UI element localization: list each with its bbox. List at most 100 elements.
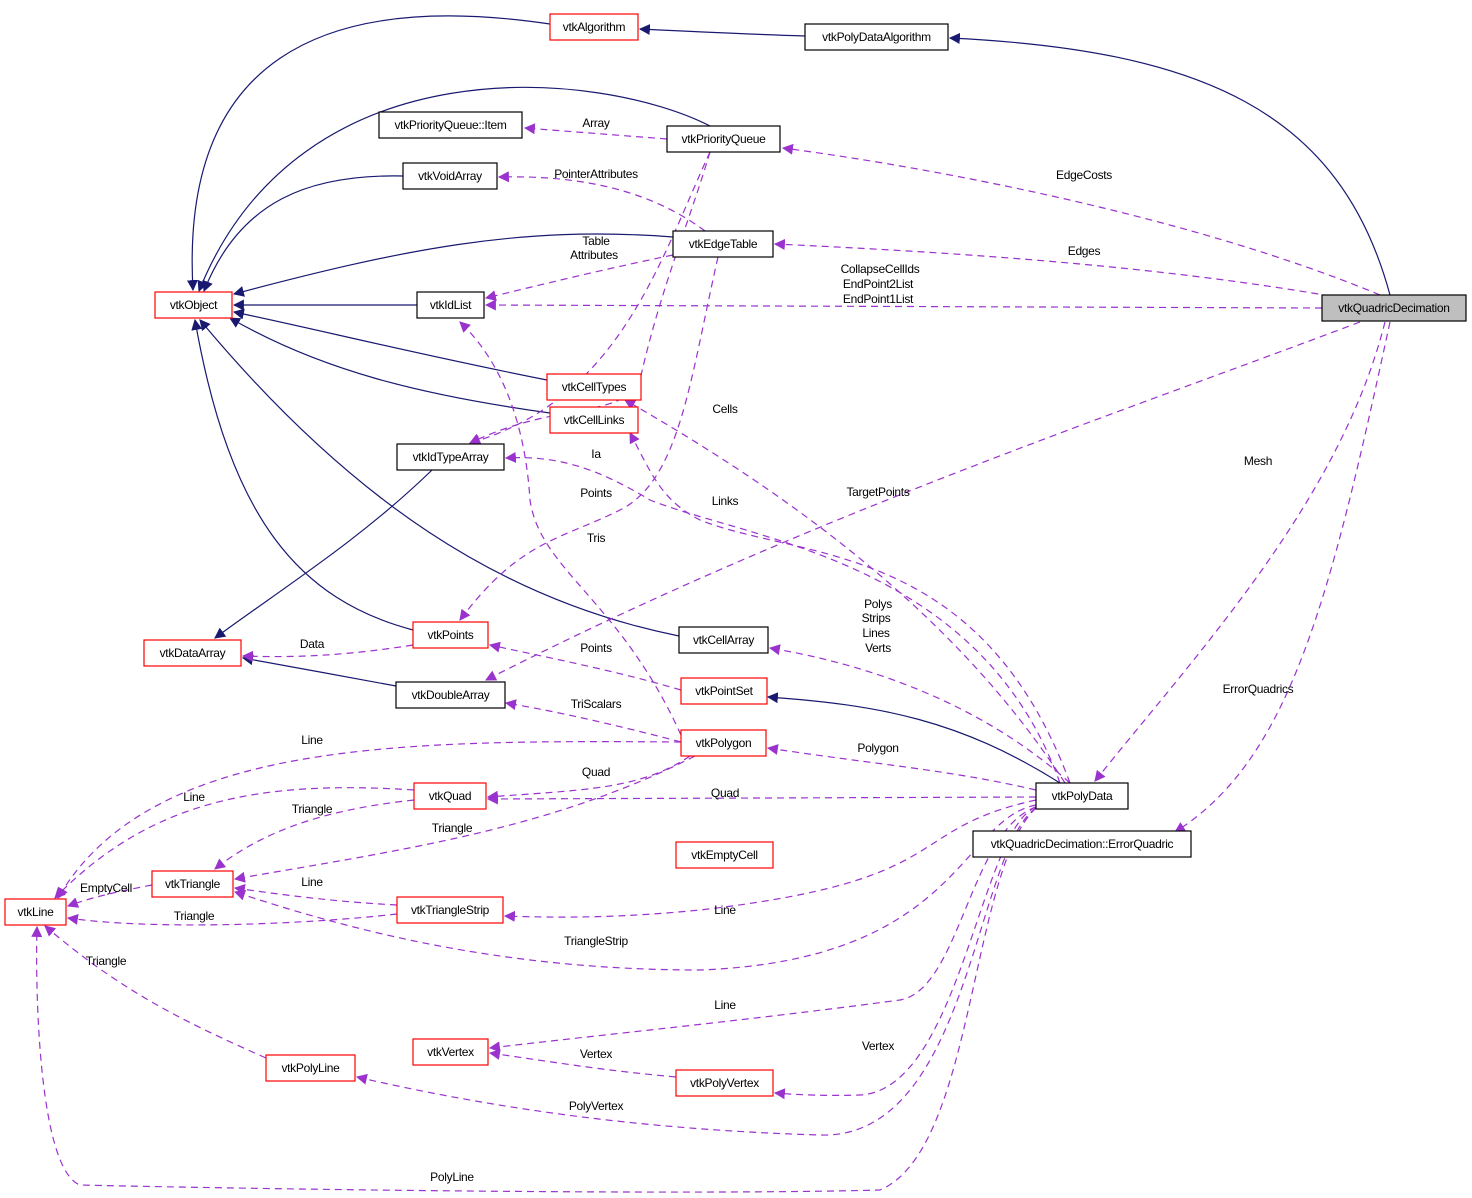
inheritance-edge-vtkCellArray-to-vtkObject	[199, 319, 680, 637]
inheritance-edge-vtkPriorityQueue-to-vtkObject	[197, 86, 711, 293]
usage-edge-vtkQuadricDecimation-to-vtkIdList	[484, 299, 1323, 311]
usage-edge-vtkQuad-to-vtkTriangle	[214, 799, 415, 870]
node-box[interactable]	[680, 729, 767, 757]
node-box[interactable]	[154, 291, 233, 319]
node-box[interactable]	[666, 125, 781, 153]
edge-label: Tris	[587, 531, 606, 545]
edge-label: Strips	[862, 611, 891, 625]
node-vtkErrorQuadric[interactable]: vtkQuadricDecimation::ErrorQuadric	[972, 830, 1192, 858]
node-label: vtkQuadricDecimation	[1338, 301, 1449, 315]
node-vtkIdList[interactable]: vtkIdList	[416, 291, 485, 319]
node-vtkTriangleStrip[interactable]: vtkTriangleStrip	[396, 896, 504, 924]
inheritance-edge-vtkPolyDataAlgorithm-to-vtkAlgorithm	[638, 24, 806, 37]
edge-label: Cells	[712, 402, 737, 416]
node-label: vtkPolyLine	[281, 1061, 340, 1075]
node-box[interactable]	[672, 230, 774, 258]
usage-edge-vtkPolygon-to-vtkTriangle	[233, 755, 696, 883]
node-vtkObject[interactable]: vtkObject	[154, 291, 233, 319]
edge-label: Vertex	[580, 1047, 613, 1061]
node-box[interactable]	[143, 639, 242, 667]
node-vtkEdgeTable[interactable]: vtkEdgeTable	[672, 230, 774, 258]
node-label: vtkVertex	[427, 1045, 474, 1059]
node-box[interactable]	[678, 626, 769, 654]
node-box[interactable]	[396, 443, 505, 471]
usage-edge-vtkQuadricDecimation-to-vtkPolyData	[1094, 321, 1386, 782]
usage-edge-vtkTriangleStrip-to-vtkLine	[503, 799, 1037, 922]
node-vtkPolygon[interactable]: vtkPolygon	[680, 729, 767, 757]
node-vtkCellLinks[interactable]: vtkCellLinks	[549, 406, 639, 434]
edge-label: Triangle	[86, 954, 127, 968]
edge-label: Polygon	[857, 741, 898, 755]
node-vtkPolyData[interactable]: vtkPolyData	[1035, 782, 1129, 810]
usage-edge-vtkTriangle-to-vtkLine	[233, 883, 398, 906]
inheritance-edge-vtkCellLinks-to-vtkObject	[229, 317, 551, 414]
usage-edge-vtkPointSet-to-vtkPoints	[488, 641, 682, 691]
node-vtkEmptyCell[interactable]: vtkEmptyCell	[675, 841, 774, 869]
node-box[interactable]	[680, 677, 768, 705]
node-box[interactable]	[402, 162, 498, 190]
usage-edge-vtkQuadricDecimation-to-vtkEdgeTable	[773, 238, 1331, 297]
node-box[interactable]	[675, 841, 774, 869]
edge-label: Attributes	[570, 248, 618, 262]
edge-label: Points	[580, 641, 612, 655]
node-label: vtkDataArray	[160, 646, 226, 660]
node-vtkPolyVertex[interactable]: vtkPolyVertex	[675, 1069, 774, 1097]
node-vtkPriorityQueueItem[interactable]: vtkPriorityQueue::Item	[378, 111, 523, 139]
node-box[interactable]	[1035, 782, 1129, 810]
node-box[interactable]	[972, 830, 1192, 858]
node-box[interactable]	[549, 13, 639, 41]
node-box[interactable]	[416, 291, 485, 319]
edge-label: PolyLine	[430, 1170, 474, 1184]
node-box[interactable]	[804, 23, 949, 51]
node-vtkPriorityQueue[interactable]: vtkPriorityQueue	[666, 125, 781, 153]
node-box[interactable]	[265, 1054, 356, 1082]
node-label: vtkVoidArray	[418, 169, 482, 183]
usage-edge-vtkPolyData-to-vtkPolyLine	[31, 807, 1037, 1193]
edge-label: CollapseCellIds	[841, 262, 920, 276]
node-vtkVertex[interactable]: vtkVertex	[412, 1038, 489, 1066]
inheritance-edge-vtkAlgorithm-to-vtkObject	[186, 15, 551, 292]
node-box[interactable]	[151, 870, 234, 898]
usage-edge-vtkPolygon-to-vtkLine	[57, 741, 682, 899]
node-label: vtkTriangleStrip	[411, 903, 490, 917]
node-box[interactable]	[412, 621, 489, 649]
node-vtkPolyDataAlgorithm[interactable]: vtkPolyDataAlgorithm	[804, 23, 949, 51]
usage-edge-vtkQuadricDecimation-to-vtkPriorityQueue	[781, 143, 1381, 296]
node-box[interactable]	[675, 1069, 774, 1097]
node-box[interactable]	[1321, 294, 1467, 322]
node-vtkAlgorithm[interactable]: vtkAlgorithm	[549, 13, 639, 41]
node-vtkPointSet[interactable]: vtkPointSet	[680, 677, 768, 705]
node-vtkTriangle[interactable]: vtkTriangle	[151, 870, 234, 898]
node-vtkPoints[interactable]: vtkPoints	[412, 621, 489, 649]
edge-label: PointerAttributes	[554, 167, 638, 181]
node-box[interactable]	[396, 896, 504, 924]
edge-label: Ia	[591, 447, 601, 461]
edge-label: Triangle	[432, 821, 473, 835]
node-label: vtkCellTypes	[562, 380, 627, 394]
node-vtkLine[interactable]: vtkLine	[4, 898, 67, 926]
node-vtkDataArray[interactable]: vtkDataArray	[143, 639, 242, 667]
node-box[interactable]	[412, 1038, 489, 1066]
node-vtkQuadricDecimation[interactable]: vtkQuadricDecimation	[1321, 294, 1467, 322]
usage-edge-vtkQuadricDecimation-to-vtkDoubleArray	[485, 321, 1361, 681]
node-vtkDoubleArray[interactable]: vtkDoubleArray	[395, 681, 506, 709]
node-vtkCellArray[interactable]: vtkCellArray	[678, 626, 769, 654]
node-box[interactable]	[413, 782, 487, 810]
node-box[interactable]	[4, 898, 67, 926]
node-vtkQuad[interactable]: vtkQuad	[413, 782, 487, 810]
node-vtkVoidArray[interactable]: vtkVoidArray	[402, 162, 498, 190]
node-box[interactable]	[395, 681, 506, 709]
edge-label: Quad	[711, 786, 739, 800]
edge-label: Triangle	[292, 802, 333, 816]
node-vtkCellTypes[interactable]: vtkCellTypes	[546, 373, 642, 401]
edge-label: Links	[712, 494, 739, 508]
node-box[interactable]	[546, 373, 642, 401]
node-vtkIdTypeArray[interactable]: vtkIdTypeArray	[396, 443, 505, 471]
node-vtkPolyLine[interactable]: vtkPolyLine	[265, 1054, 356, 1082]
node-label: vtkPriorityQueue	[682, 132, 767, 146]
node-box[interactable]	[378, 111, 523, 139]
usage-edge-vtkPolyData-to-vtkVertex	[488, 1048, 677, 1078]
node-box[interactable]	[549, 406, 639, 434]
edge-label: Line	[301, 733, 323, 747]
